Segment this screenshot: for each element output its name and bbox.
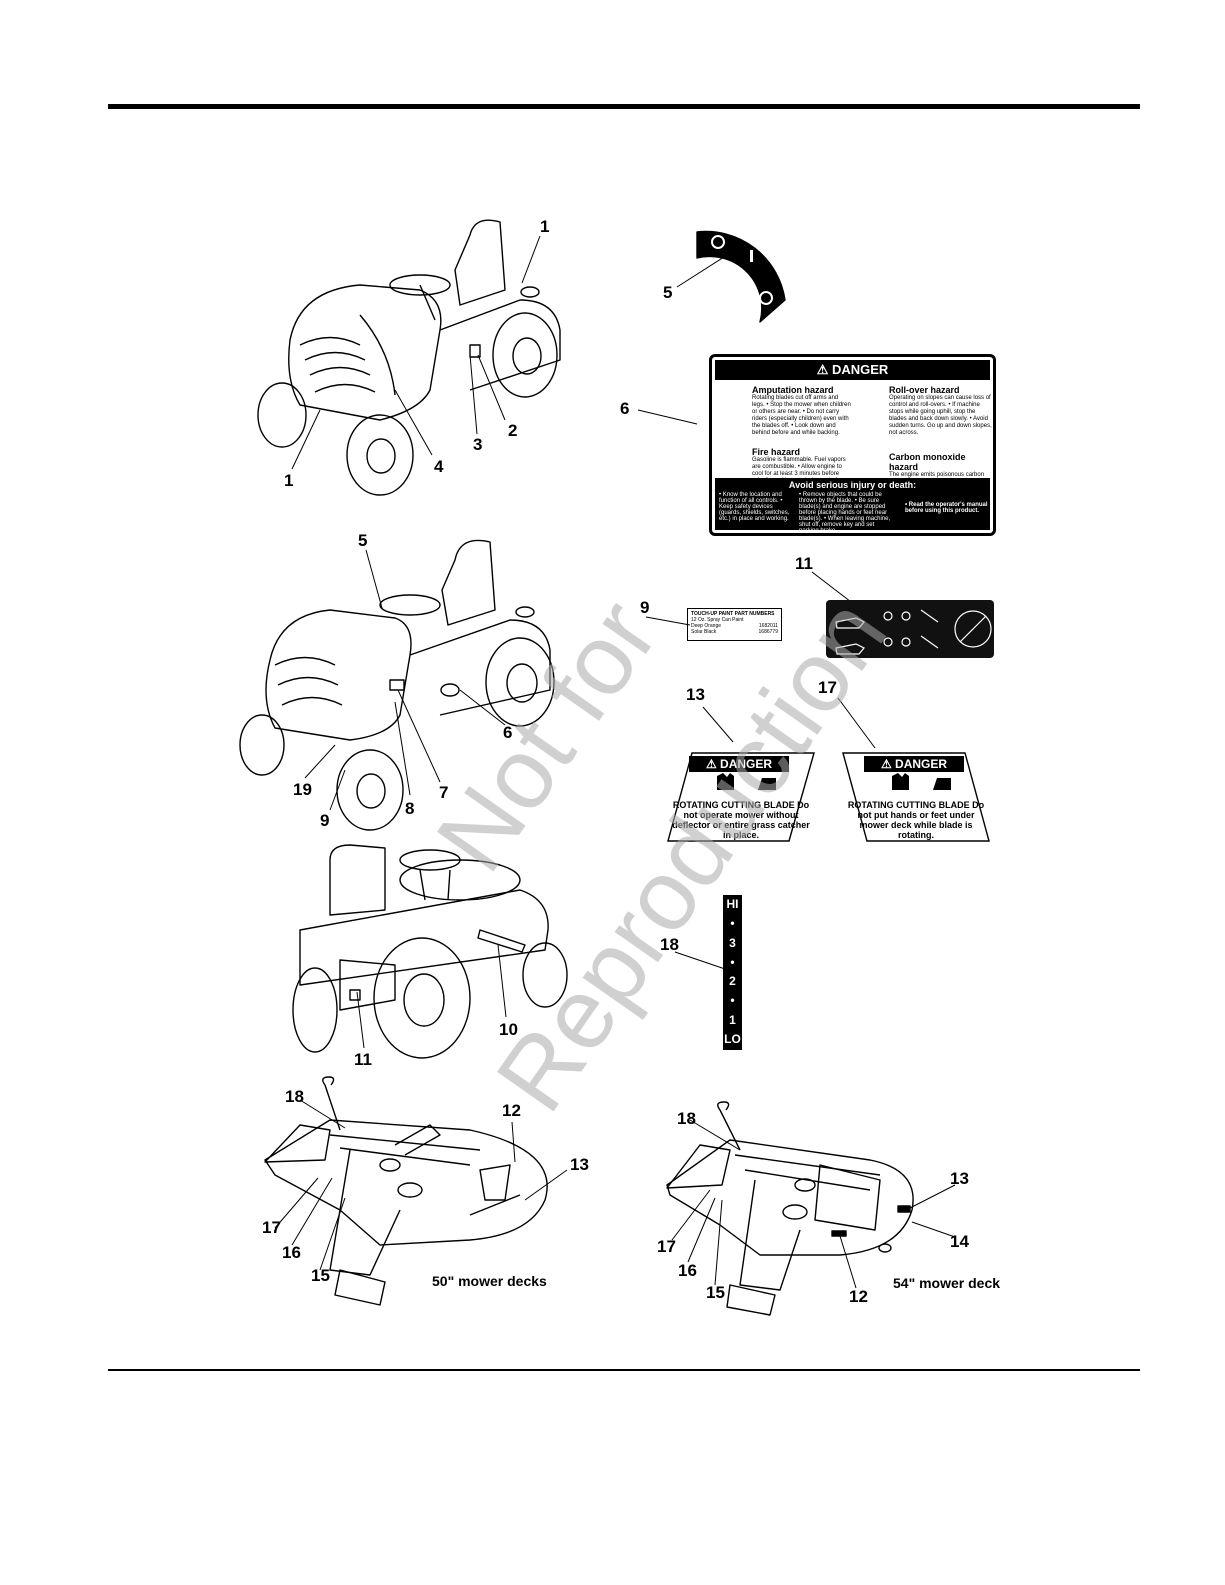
warning-triangle-icon: ⚠ bbox=[816, 362, 832, 377]
callout-19: 19 bbox=[293, 780, 312, 799]
tractor-front-view bbox=[257, 219, 561, 496]
caption-54-deck: 54" mower deck bbox=[893, 1275, 1001, 1291]
callout-15: 15 bbox=[706, 1283, 725, 1302]
label-13-danger-deflector: ⚠ DANGER ROTATING CUTTING BLADE Do not o… bbox=[667, 752, 815, 842]
label-13-text: ROTATING CUTTING BLADE Do not operate mo… bbox=[672, 800, 810, 840]
gauge-mark: 2 bbox=[729, 974, 736, 989]
callout-17: 17 bbox=[262, 1218, 281, 1237]
callout-4: 4 bbox=[434, 457, 444, 476]
callout-8: 8 bbox=[405, 799, 415, 818]
caption-50-deck: 50" mower decks bbox=[432, 1273, 547, 1289]
callout-16: 16 bbox=[678, 1261, 697, 1280]
leader-lines bbox=[274, 235, 956, 1289]
callout-12: 12 bbox=[502, 1101, 521, 1120]
label-13-banner: ⚠ DANGER bbox=[689, 756, 789, 772]
callout-17: 17 bbox=[657, 1237, 676, 1256]
callout-13: 13 bbox=[570, 1155, 589, 1174]
label-5-key-switch bbox=[696, 230, 786, 323]
callout-6: 6 bbox=[503, 723, 513, 742]
gauge-mark: • bbox=[730, 916, 735, 931]
callout-1: 1 bbox=[540, 217, 550, 236]
gauge-mark: 1 bbox=[729, 1012, 736, 1027]
gauge-mark: LO bbox=[724, 1032, 741, 1047]
label-11-pictogram-decal bbox=[826, 600, 994, 658]
callout-9: 9 bbox=[640, 598, 650, 617]
label-17-danger-blade: ⚠ DANGER ROTATING CUTTING BLADE Do not p… bbox=[842, 752, 990, 842]
label-17-banner: ⚠ DANGER bbox=[864, 756, 964, 772]
label-6-footer: Avoid serious injury or death: • Know th… bbox=[715, 478, 990, 533]
callout-14: 14 bbox=[950, 1232, 969, 1251]
label-9-touch-up-paint: TOUCH-UP PAINT PART NUMBERS 12 Oz. Spray… bbox=[687, 608, 782, 641]
callout-18: 18 bbox=[660, 935, 679, 954]
callout-17: 17 bbox=[818, 678, 837, 697]
footer-rule bbox=[108, 1369, 1140, 1371]
gauge-mark: 3 bbox=[729, 935, 736, 950]
callout-18: 18 bbox=[677, 1109, 696, 1128]
label-18-height-gauge: HI • 3 • 2 • 1 LO bbox=[723, 895, 742, 1050]
callout-16: 16 bbox=[282, 1243, 301, 1262]
callout-9: 9 bbox=[320, 811, 330, 830]
callout-11: 11 bbox=[795, 554, 813, 573]
callout-7: 7 bbox=[439, 783, 449, 802]
gauge-mark: • bbox=[730, 993, 735, 1008]
callout-15: 15 bbox=[311, 1266, 330, 1285]
callout-3: 3 bbox=[473, 435, 483, 454]
gauge-mark: HI bbox=[726, 897, 739, 911]
callout-18: 18 bbox=[285, 1087, 304, 1106]
callout-10: 10 bbox=[499, 1020, 518, 1039]
callout-1: 1 bbox=[284, 471, 294, 490]
label-17-text: ROTATING CUTTING BLADE Do not put hands … bbox=[847, 800, 985, 840]
callout-13: 13 bbox=[950, 1169, 969, 1188]
deck-50-drawing bbox=[264, 1076, 548, 1306]
header-rule bbox=[108, 104, 1140, 109]
deck-54-drawing bbox=[666, 1101, 914, 1316]
gauge-mark: • bbox=[730, 954, 735, 969]
safety-pictogram-icon bbox=[835, 609, 992, 655]
callout-5: 5 bbox=[358, 531, 368, 550]
callout-13: 13 bbox=[686, 685, 705, 704]
callout-6: 6 bbox=[620, 399, 630, 418]
callout-11: 11 bbox=[354, 1050, 372, 1069]
label-6-header: ⚠ DANGER bbox=[715, 360, 990, 380]
tractor-rear-view bbox=[292, 844, 568, 1059]
callout-5: 5 bbox=[663, 283, 673, 302]
callout-12: 12 bbox=[849, 1287, 868, 1306]
callout-2: 2 bbox=[508, 421, 518, 440]
